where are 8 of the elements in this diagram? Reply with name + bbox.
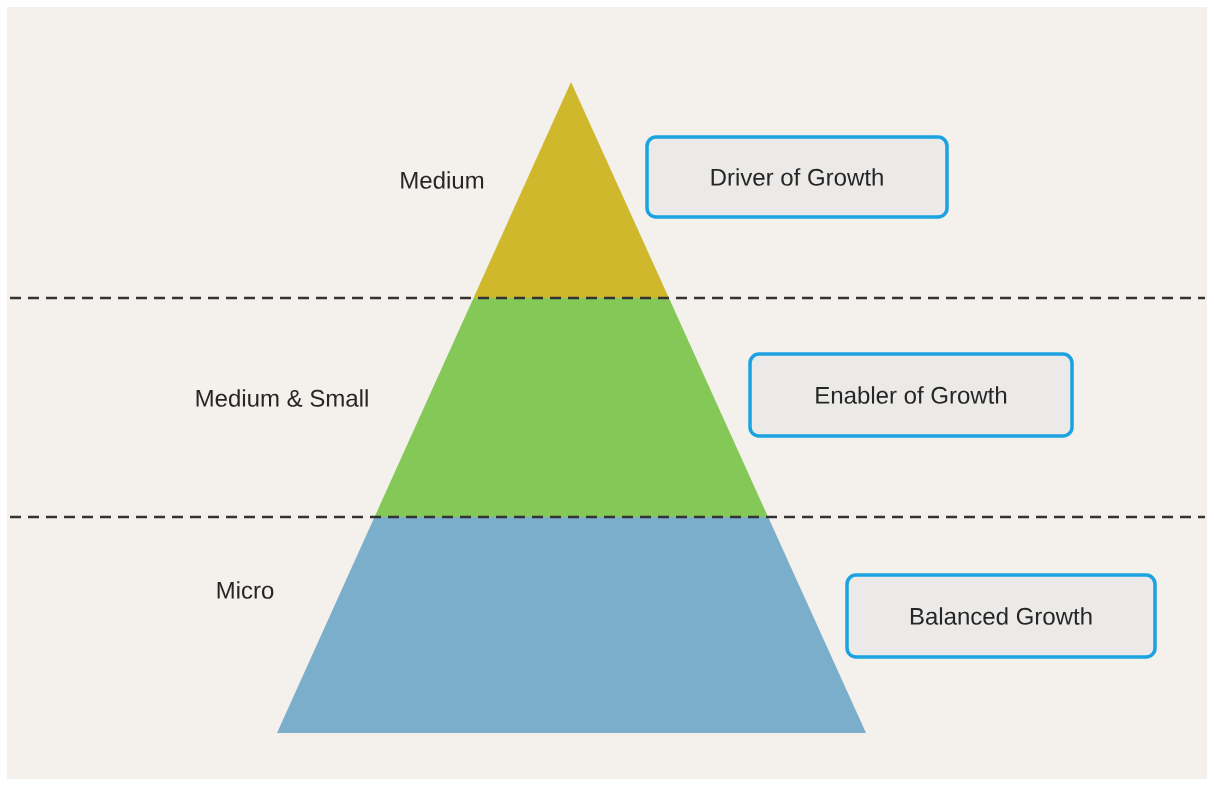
tier-label: Micro bbox=[217, 581, 274, 599]
label-box: Driver of Growth bbox=[645, 135, 949, 219]
tier-label: Medium bbox=[401, 171, 484, 189]
pyramid-band bbox=[277, 517, 866, 733]
pyramid-band bbox=[374, 298, 769, 517]
label-box: Enabler of Growth bbox=[748, 352, 1074, 438]
label-box: Balanced Growth bbox=[845, 573, 1157, 659]
tier-label: Medium & Small bbox=[196, 389, 368, 407]
